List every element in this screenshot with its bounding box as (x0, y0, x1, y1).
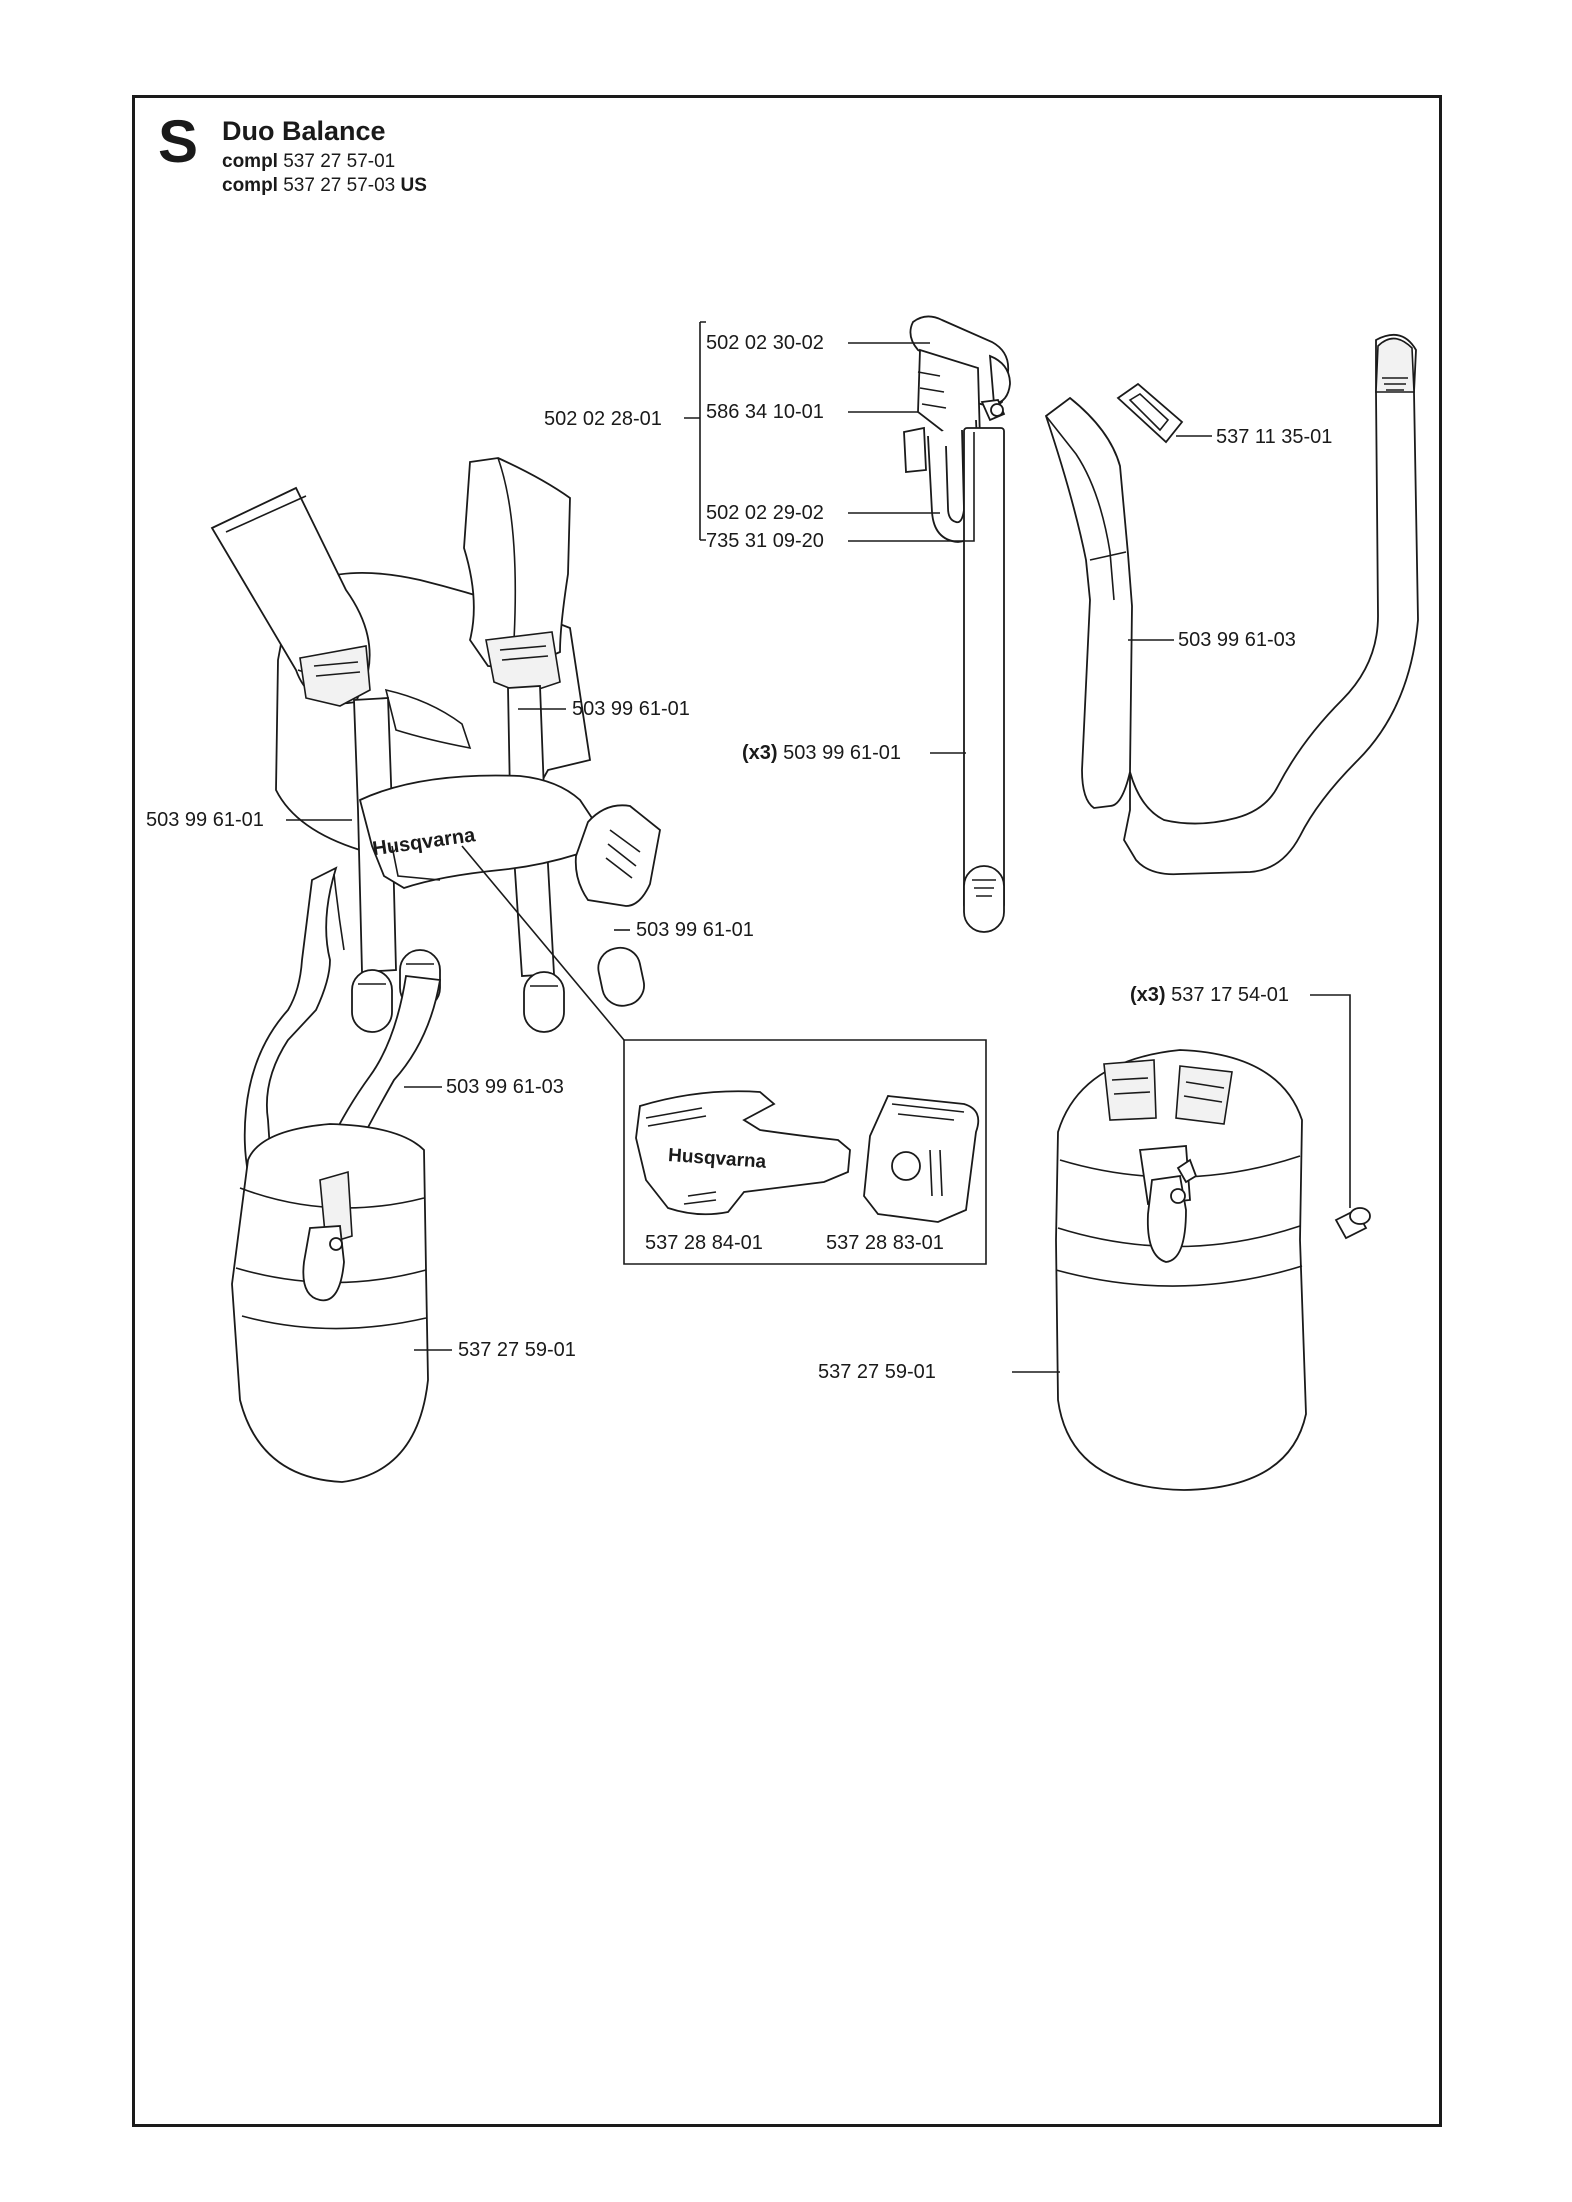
part-hook-spring: 735 31 09-20 (706, 530, 824, 552)
hip-pad-left-drawing (232, 1124, 428, 1482)
part-hook-top: 502 02 30-02 (706, 332, 824, 354)
section-letter: S (158, 108, 199, 175)
compl-line-2: compl 537 27 57-03 US (222, 175, 427, 196)
detail-inset: Husqvarna (624, 1040, 986, 1264)
part-short-pad: (x3) 503 99 61-01 (742, 742, 902, 764)
part-chest-pad-right: 537 28 83-01 (826, 1232, 944, 1254)
buckle-drawing (1118, 384, 1182, 442)
section-title: Duo Balance (222, 116, 386, 146)
part-buckle: 537 11 35-01 (1216, 426, 1333, 448)
part-hook-group: 502 02 28-01 (544, 408, 662, 430)
long-pad-drawing (1046, 335, 1418, 874)
part-chest-pad-left: 537 28 84-01 (645, 1232, 763, 1254)
part-hook-pin: 586 34 10-01 (706, 401, 824, 423)
part-harness-right: 503 99 61-01 (636, 919, 754, 941)
harness-drawing: Husqvarna (212, 458, 660, 1240)
part-harness-left: 503 99 61-01 (146, 809, 264, 831)
part-hook-clip: 502 02 29-02 (706, 502, 824, 524)
part-harness-shoulder: 503 99 61-01 (572, 698, 690, 720)
part-hip-pad-right: 537 27 59-01 (818, 1361, 936, 1383)
part-screw: (x3) 537 17 54-01 (1130, 984, 1290, 1006)
part-hip-pad-left: 537 27 59-01 (458, 1339, 576, 1361)
short-pad-drawing (964, 428, 1004, 932)
compl-line-1: compl 537 27 57-01 (222, 151, 396, 172)
leader-lines (286, 322, 1350, 1372)
part-long-pad: 503 99 61-03 (1178, 629, 1296, 651)
part-harness-strap: 503 99 61-03 (446, 1076, 564, 1098)
hip-pad-right-drawing (1056, 1050, 1370, 1490)
page-frame (132, 95, 1442, 2127)
